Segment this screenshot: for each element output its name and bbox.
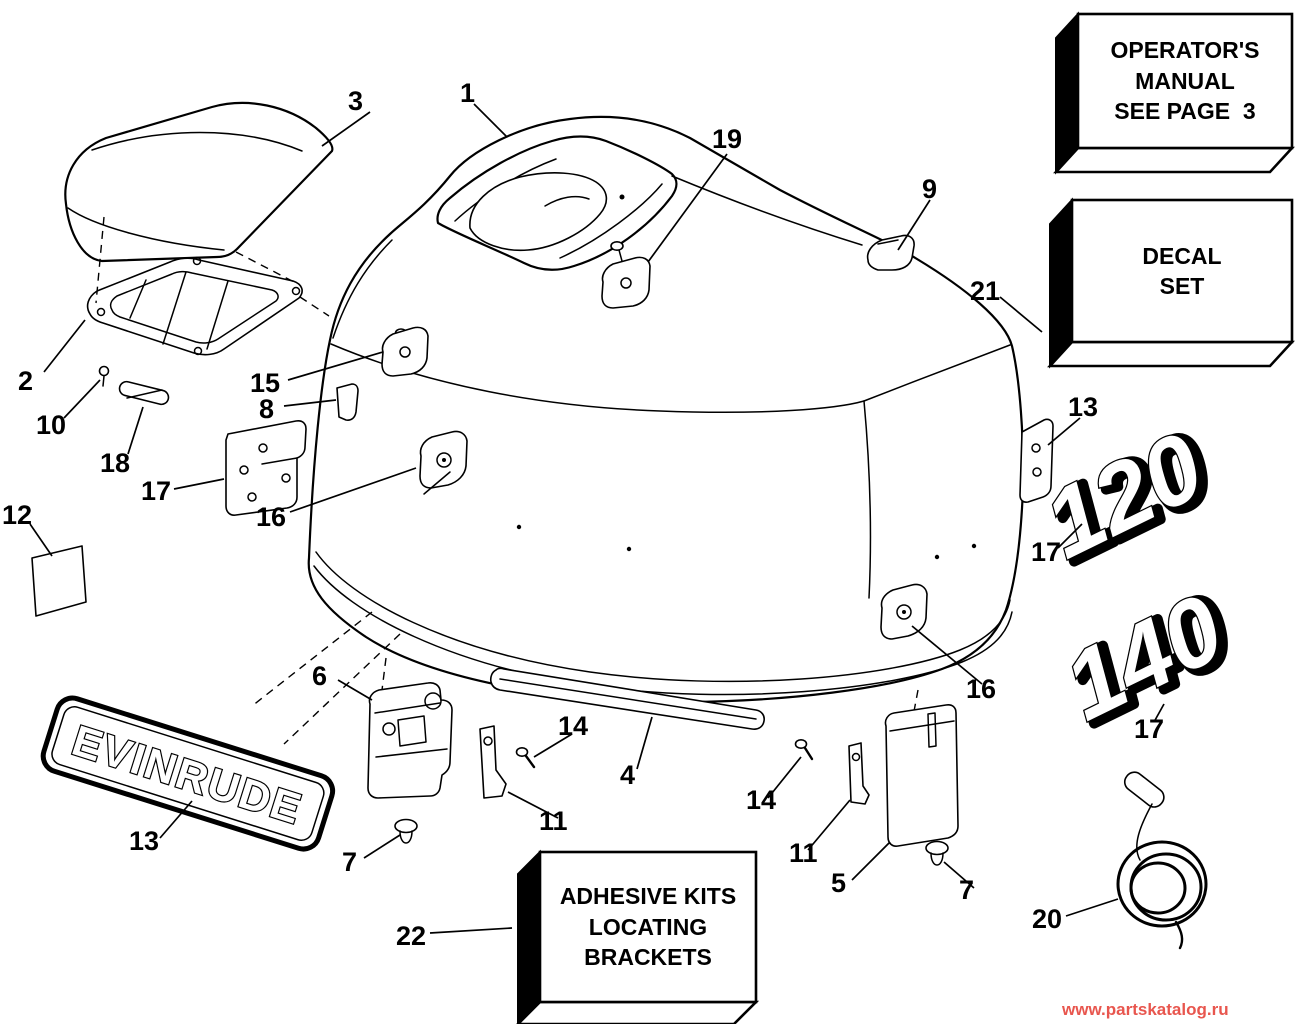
part-label-17-left: 17: [141, 476, 172, 506]
bracket-19: [601, 256, 651, 309]
decal-blank-12: [31, 545, 87, 617]
bracket-11-left: [479, 725, 507, 799]
part-label-19: 19: [712, 124, 743, 154]
part-label-8: 8: [259, 394, 275, 424]
part-label-18: 18: [100, 448, 131, 478]
part-label-17-140: 17: [1134, 714, 1165, 744]
operators-manual-line3: SEE PAGE 3: [1114, 98, 1256, 125]
adhesive-kits-box: [516, 849, 760, 1024]
part-label-14-right: 14: [746, 785, 777, 815]
operators-manual-box: [1053, 11, 1295, 175]
decal-set-caption: DECAL SET: [1072, 200, 1292, 342]
evinrude-decal-plate: EVINRUDE: [40, 695, 336, 852]
engine-cover: [307, 115, 1025, 704]
adhesive-kits-caption: ADHESIVE KITS LOCATING BRACKETS: [540, 852, 756, 1002]
part-label-16-left: 16: [256, 502, 287, 532]
part-label-14-left: 14: [558, 711, 589, 741]
part-label-21: 21: [970, 276, 1001, 306]
part-label-11-left: 11: [539, 806, 568, 836]
bracket-6: [367, 682, 453, 799]
part-label-17-120: 17: [1031, 537, 1062, 567]
part-label-2: 2: [18, 366, 34, 396]
part-label-4: 4: [620, 760, 636, 790]
watermark: www.partskatalog.ru: [1062, 1000, 1229, 1019]
part-label-20: 20: [1032, 904, 1063, 934]
part-label-3: 3: [348, 86, 364, 116]
grommet-7-left: [394, 818, 418, 834]
bracket-13-right: [1019, 418, 1054, 503]
part-label-9: 9: [922, 174, 938, 204]
part-label-7-left: 7: [342, 847, 358, 877]
lanyard-cord-20: [1116, 771, 1208, 950]
part-label-13-right: 13: [1068, 392, 1099, 422]
pin-18: [118, 380, 170, 406]
part-label-15: 15: [250, 368, 281, 398]
decal-set-box: [1047, 197, 1295, 369]
part-label-12: 12: [2, 500, 33, 530]
operators-manual-line1: OPERATOR'S: [1110, 37, 1260, 64]
part-label-6: 6: [312, 661, 328, 691]
fasteners-and-brackets: [31, 234, 1208, 950]
clip-8: [336, 383, 359, 421]
part-label-13-left: 13: [129, 826, 160, 856]
part-label-11-right: 11: [789, 838, 818, 868]
adhesive-kits-line3: BRACKETS: [584, 944, 712, 971]
assembly-dashed-lines: [95, 216, 919, 745]
top-cover: [64, 101, 334, 263]
part-label-1: 1: [460, 78, 476, 108]
part-label-7-right: 7: [959, 875, 975, 905]
adhesive-kits-line2: LOCATING: [588, 913, 708, 940]
bracket-11-right: [848, 742, 870, 805]
bracket-17-left: [225, 420, 307, 516]
gasket-frame: [86, 256, 303, 356]
part-label-16-right: 16: [966, 674, 997, 704]
operators-manual-line2: MANUAL: [1135, 67, 1235, 94]
grommet-7-right: [925, 840, 949, 856]
operators-manual-caption: OPERATOR'S MANUAL SEE PAGE 3: [1078, 14, 1292, 148]
leader-lines: [29, 103, 1165, 934]
plate-5: [884, 704, 959, 847]
part-label-10: 10: [36, 410, 67, 440]
decal-set-line1: DECAL: [1142, 242, 1222, 269]
decal-set-line2: SET: [1159, 273, 1205, 299]
screw-10: [98, 365, 110, 377]
part-label-5: 5: [831, 868, 847, 898]
adhesive-kits-line1: ADHESIVE KITS: [559, 883, 737, 910]
part-label-22: 22: [396, 921, 427, 951]
bracket-15: [381, 326, 429, 377]
